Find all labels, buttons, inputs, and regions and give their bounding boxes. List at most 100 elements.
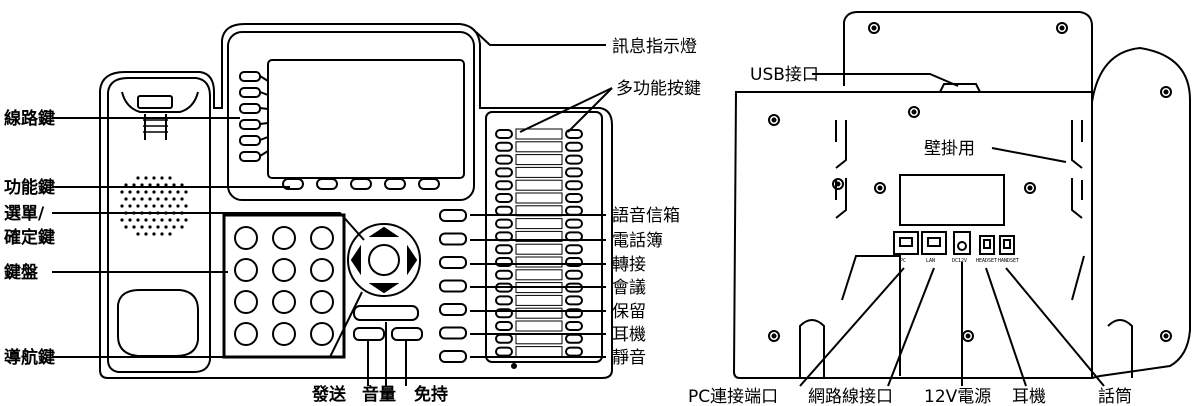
rear-view bbox=[732, 11, 1191, 379]
grille-dot bbox=[136, 232, 140, 236]
blf-key-left bbox=[495, 154, 513, 165]
marking-headset: HEADSET bbox=[976, 258, 997, 264]
label-function-keys: 功能鍵 bbox=[4, 177, 55, 198]
screen-bezel bbox=[227, 31, 475, 201]
hook-switch bbox=[121, 91, 199, 113]
keypad-key bbox=[234, 226, 258, 250]
screw-hole bbox=[874, 182, 886, 194]
grille-dot bbox=[136, 218, 140, 222]
handset-cradle bbox=[107, 77, 211, 373]
label-usb-port: USB接口 bbox=[750, 65, 819, 85]
blf-key-right bbox=[565, 321, 583, 331]
pc-port bbox=[893, 231, 919, 255]
feature-key bbox=[439, 303, 467, 316]
grille-dot bbox=[128, 190, 132, 194]
soft-key bbox=[418, 178, 440, 190]
feature-key bbox=[439, 350, 467, 363]
feature-key bbox=[439, 256, 467, 269]
soft-key bbox=[384, 178, 406, 190]
label-lan-port: 網路線接口 bbox=[808, 387, 893, 406]
keypad-key bbox=[310, 322, 334, 346]
label-pc-port: PC連接端口 bbox=[688, 387, 778, 406]
grille-dot bbox=[172, 183, 176, 187]
grille-dot bbox=[144, 218, 148, 222]
grille-dot bbox=[184, 204, 188, 208]
blf-panel bbox=[485, 111, 603, 363]
grille-dot bbox=[180, 225, 184, 229]
blf-key-right bbox=[565, 218, 583, 229]
blf-key-left bbox=[495, 129, 513, 139]
blf-key-left bbox=[495, 269, 513, 280]
dc-port bbox=[953, 231, 971, 255]
grille-dot bbox=[176, 190, 180, 194]
blf-label-slot bbox=[515, 218, 563, 230]
keypad-key bbox=[234, 290, 258, 314]
label-handsfree: 免持 bbox=[414, 384, 448, 405]
port-markings: PC LAN DC12V HEADSET HANDSET bbox=[900, 258, 1019, 264]
keypad-key bbox=[272, 290, 296, 314]
blf-key-right bbox=[565, 141, 583, 152]
label-multi-function-keys: 多功能按鍵 bbox=[616, 79, 701, 99]
blf-key-right bbox=[565, 205, 583, 216]
blf-key-left bbox=[495, 218, 513, 229]
label-conference: 會議 bbox=[612, 278, 646, 298]
grille-dot bbox=[144, 176, 148, 180]
blf-label-slot bbox=[515, 230, 563, 242]
label-rear-headset: 耳機 bbox=[1012, 387, 1046, 406]
grille-dot bbox=[144, 204, 148, 208]
blf-label-slot bbox=[515, 294, 563, 306]
grille-dot bbox=[152, 190, 156, 194]
grille-dot bbox=[128, 204, 132, 208]
grille-dot bbox=[144, 232, 148, 236]
screw-center bbox=[1027, 185, 1033, 191]
blf-key-left bbox=[495, 346, 513, 357]
grille-dot bbox=[148, 197, 152, 201]
screw-center bbox=[771, 117, 777, 123]
label-power: 12V電源 bbox=[924, 387, 991, 406]
grille-dot bbox=[140, 225, 144, 229]
rear-leaders bbox=[799, 73, 1105, 387]
grille-dot bbox=[168, 204, 172, 208]
keypad-key bbox=[310, 290, 334, 314]
soft-key bbox=[316, 178, 338, 190]
blf-label-slot bbox=[515, 141, 563, 153]
blf-key-left bbox=[495, 141, 513, 152]
grille-dot bbox=[152, 176, 156, 180]
grille-dot bbox=[152, 232, 156, 236]
grille-dot bbox=[144, 190, 148, 194]
feature-key bbox=[439, 279, 467, 293]
send-button bbox=[353, 327, 385, 341]
label-volume: 音量 bbox=[362, 384, 396, 405]
label-wall-mount: 壁掛用 bbox=[924, 139, 975, 159]
marking-pc: PC bbox=[900, 258, 906, 264]
hook-tab bbox=[137, 95, 173, 109]
label-menu-line2: 確定鍵 bbox=[4, 227, 55, 248]
handset-port bbox=[999, 235, 1015, 255]
screw-hole bbox=[1160, 330, 1172, 342]
screw-hole bbox=[1160, 86, 1172, 98]
line-key bbox=[239, 151, 261, 162]
label-menu-line1: 選單/ bbox=[4, 204, 45, 224]
grille-dot bbox=[156, 197, 160, 201]
headset-port bbox=[979, 235, 995, 255]
grille-dot bbox=[132, 197, 136, 201]
usb-port-housing bbox=[939, 83, 981, 93]
blf-key-right bbox=[565, 154, 583, 165]
keypad-key bbox=[234, 258, 258, 282]
grille-dot bbox=[136, 204, 140, 208]
front-leaders bbox=[52, 31, 613, 386]
label-voicemail: 語音信箱 bbox=[612, 206, 680, 226]
marking-dc: DC12V bbox=[952, 258, 967, 264]
label-transfer: 轉接 bbox=[612, 255, 646, 275]
keypad-key bbox=[234, 322, 258, 346]
blf-key-right bbox=[565, 167, 583, 178]
label-handset: 話筒 bbox=[1098, 387, 1132, 406]
blf-key-left bbox=[495, 205, 513, 216]
screw-hole bbox=[768, 114, 780, 126]
blf-key-right bbox=[565, 269, 583, 280]
blf-key-left bbox=[495, 308, 513, 319]
grille-dot bbox=[172, 225, 176, 229]
front-labels: 線路鍵 功能鍵 選單/ 確定鍵 鍵盤 導航鍵 發送 音量 免持 訊息指示燈 多功… bbox=[4, 37, 701, 405]
screw-hole bbox=[768, 330, 780, 342]
rear-labels: USB接口 壁掛用 PC連接端口 網路線接口 12V電源 耳機 話筒 bbox=[688, 65, 1132, 406]
